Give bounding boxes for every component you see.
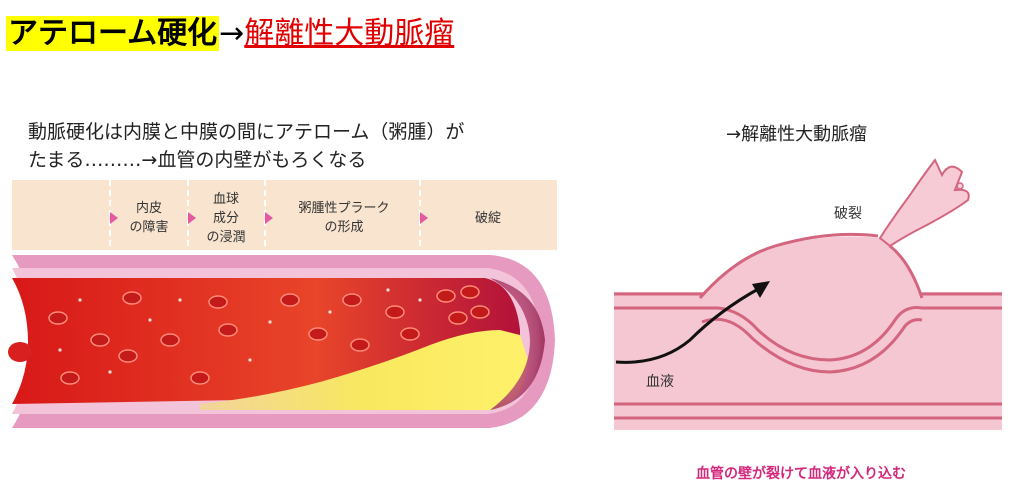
blood-flow-arrow-head [752, 281, 770, 298]
caption-line-1: 動脈硬化は内膜と中膜の間にアテローム（粥腫）が [28, 121, 465, 143]
blood-cell [48, 311, 68, 325]
stage-1-line-2: の障害 [129, 219, 168, 235]
stage-1-line-1: 内皮 [136, 200, 162, 216]
blood-cell [460, 285, 480, 299]
intimal-flap-inner [701, 317, 923, 374]
blood-cells [48, 285, 490, 385]
outer-wall-bulge [698, 232, 879, 299]
blood-cell [122, 291, 142, 305]
stage-4-line-1: 破綻 [475, 211, 501, 226]
blood-cell [90, 333, 110, 347]
blood-cell [208, 295, 228, 309]
intimal-flap [717, 306, 923, 362]
rupture-cap [490, 278, 545, 410]
bottom-caption: 血管の壁が裂けて血液が入り込む [696, 465, 906, 482]
stage-band [12, 180, 557, 250]
title-link[interactable]: 解離性大動脈瘤 [244, 16, 455, 51]
left-caption: 動脈硬化は内膜と中膜の間にアテローム（粥腫）が たまる………→血管の内壁がもろく… [28, 118, 464, 174]
blood-cell [280, 293, 300, 307]
caption-line-2: たまる………→血管の内壁がもろくなる [28, 149, 367, 171]
blood-cell [448, 311, 468, 325]
blood-cell [470, 305, 490, 319]
stage-2-line-1: 血球 [213, 192, 239, 207]
title-highlight: アテローム硬化 [6, 16, 220, 51]
blood-cell [400, 327, 420, 341]
blood-cell [60, 371, 80, 385]
blood-cell [308, 327, 328, 341]
right-title: →解離性大動脈瘤 [726, 124, 868, 145]
rupture-burst [878, 158, 970, 248]
stage-2-line-3: の浸潤 [206, 230, 245, 245]
stage-3-line-1: 粥腫性プラーク [298, 200, 389, 216]
title-arrow: → [219, 16, 245, 51]
artery-diagram: 内皮 の障害 血球 成分 の浸潤 粥腫性プラーク の形成 破綻 [8, 180, 557, 440]
blood-cell [160, 333, 180, 347]
blood-cell [385, 305, 405, 319]
atheroma-plaque [200, 330, 528, 410]
blood-cell [342, 293, 362, 307]
blood-cell [436, 289, 456, 303]
stage-2-line-2: 成分 [213, 211, 239, 226]
stage-arrow-4 [420, 212, 428, 224]
blood-cell [350, 338, 370, 352]
vessel-body [614, 292, 1002, 430]
blood-flow-arrow [615, 286, 761, 364]
dissection-diagram: 破裂 血液 血管の壁が裂けて血液が入り込む [614, 158, 1002, 482]
stage-arrow-3 [265, 212, 273, 224]
platelets [58, 288, 422, 374]
stage-arrow-2 [188, 212, 196, 224]
blood-label: 血液 [646, 374, 674, 390]
rupture-label: 破裂 [834, 206, 862, 222]
blood-cell [218, 323, 238, 337]
outer-wall-right [889, 244, 924, 299]
stage-3-line-2: の形成 [324, 220, 363, 235]
blood-cell [118, 349, 138, 363]
page-title: アテローム硬化→解離性大動脈瘤 [6, 8, 454, 52]
stage-arrow-1 [110, 212, 118, 224]
blood-cell [190, 371, 210, 385]
open-end-cell [8, 342, 32, 362]
